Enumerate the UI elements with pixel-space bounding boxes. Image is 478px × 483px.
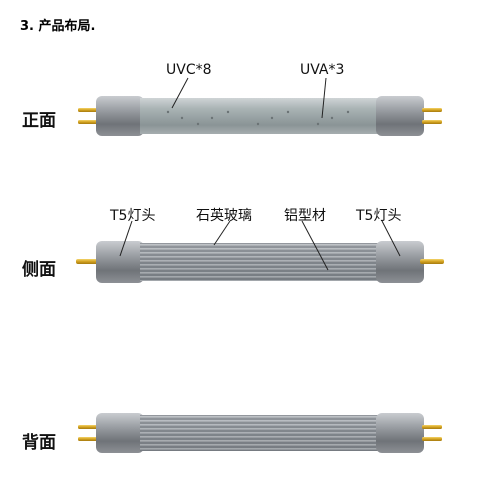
back-left-cap [96,413,144,453]
side-tube [76,241,444,283]
side-view-label: 侧面 [22,260,56,280]
back-tube [78,413,442,453]
side-left-cap [96,241,144,283]
front-right-pins [422,108,442,124]
aluminum-profile-callout: 铝型材 [284,208,326,224]
back-right-pins [422,425,442,441]
section-heading: 3. 产品布局. [20,19,96,34]
front-view-label: 正面 [22,111,56,131]
uva-leader-line [321,77,327,119]
t5-right-leader-line [381,220,401,257]
uvc-callout: UVC*8 [166,62,212,78]
side-right-cap [376,241,424,283]
back-right-cap [376,413,424,453]
uvc-leader-line [171,77,189,109]
aluminum-leader-line [301,220,329,271]
t5-cap-right-callout: T5灯头 [356,208,402,224]
front-tube [78,96,442,136]
front-left-pins [78,108,98,124]
uva-callout: UVA*3 [300,62,345,78]
t5-cap-left-callout: T5灯头 [110,208,156,224]
front-led-dots [166,110,350,126]
front-right-cap [376,96,424,136]
back-view-label: 背面 [22,433,56,453]
side-right-pin [420,259,444,264]
front-quartz-glass [140,98,380,134]
quartz-leader-line [213,220,231,246]
side-left-pin [76,259,100,264]
t5-left-leader-line [119,220,133,257]
back-left-pins [78,425,98,441]
quartz-glass-callout: 石英玻璃 [196,208,252,224]
front-left-cap [96,96,144,136]
